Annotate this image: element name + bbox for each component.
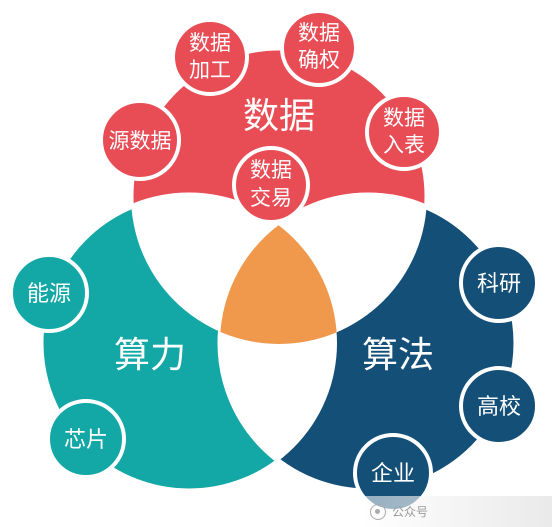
sat-data-trading-line2: 交易 <box>250 186 292 210</box>
satellite-data-listing: 数据 入表 <box>365 93 443 171</box>
sat-source-data-text: 源数据 <box>109 129 172 153</box>
sat-data-rights-line2: 确权 <box>298 48 340 72</box>
sat-data-trading-line1: 数据 <box>250 158 292 182</box>
data-label: 数据 <box>243 96 315 137</box>
center-intersection <box>220 195 337 344</box>
watermark: 公众号 <box>362 496 552 527</box>
sat-university-text: 高校 <box>477 395 521 420</box>
sat-energy-text: 能源 <box>27 282 71 307</box>
algorithm-label: 算法 <box>362 335 434 376</box>
satellite-research: 科研 <box>459 243 539 323</box>
sat-chip-text: 芯片 <box>64 428 108 453</box>
satellite-university: 高校 <box>459 366 539 446</box>
sat-data-rights-line1: 数据 <box>298 21 340 45</box>
satellite-chip: 芯片 <box>46 399 126 479</box>
sat-data-processing-line2: 加工 <box>189 58 231 82</box>
sat-enterprise-text: 企业 <box>371 462 415 487</box>
wechat-official-account-icon <box>370 503 386 520</box>
satellite-energy: 能源 <box>9 253 89 333</box>
watermark-text: 公众号 <box>392 505 429 519</box>
satellite-source-data: 源数据 <box>99 99 181 181</box>
satellite-data-trading: 数据 交易 <box>232 146 310 224</box>
satellite-data-processing: 数据 加工 <box>171 18 249 96</box>
compute-label: 算力 <box>114 335 186 376</box>
satellite-data-rights: 数据 确权 <box>280 9 358 87</box>
sat-data-listing-line2: 入表 <box>383 133 425 157</box>
sat-research-text: 科研 <box>477 272 521 297</box>
sat-data-listing-line1: 数据 <box>383 106 425 130</box>
sat-data-processing-line1: 数据 <box>189 31 231 55</box>
